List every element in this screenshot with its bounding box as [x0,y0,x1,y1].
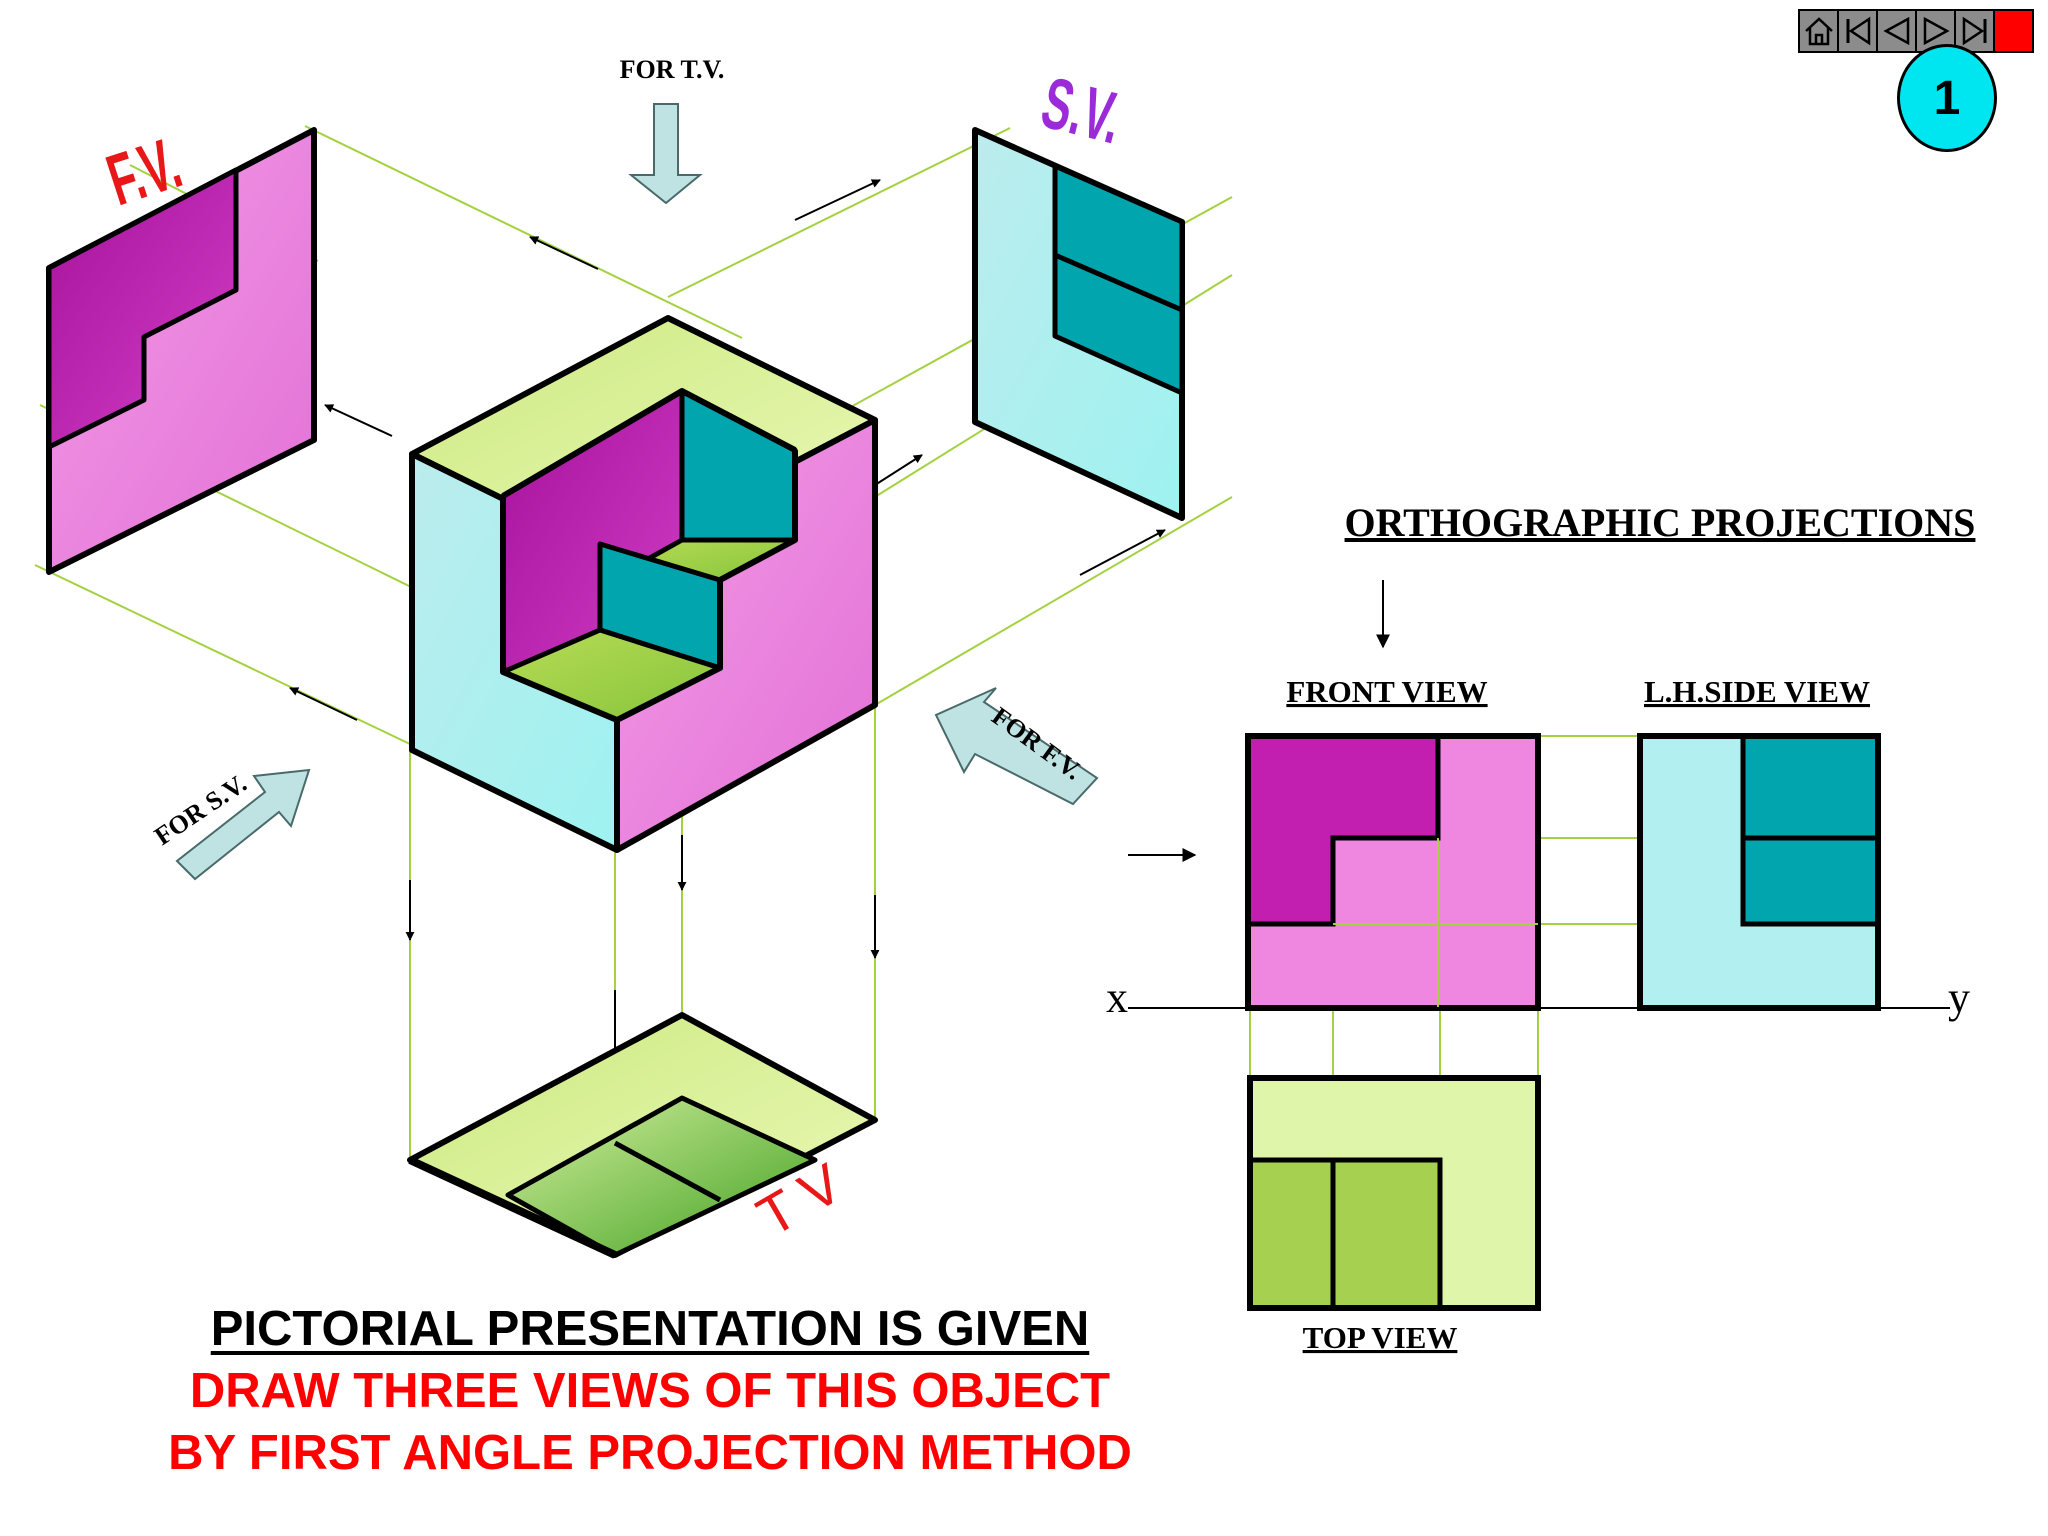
home-button[interactable] [1798,9,1839,53]
first-slide-button[interactable] [1837,9,1878,53]
next-slide-icon [1923,16,1950,46]
top-view-label: TOP VIEW [1303,1320,1458,1355]
y-label: y [1948,973,1970,1022]
caption-instruction-line-2: BY FIRST ANGLE PROJECTION METHOD [168,1426,1132,1480]
home-icon [1804,17,1833,46]
isometric-object [409,315,878,853]
first-slide-icon [1846,16,1870,46]
orthographic-heading: ORTHOGRAPHIC PROJECTIONS [1345,500,1976,545]
page-number-badge: 1 [1897,44,1997,152]
caption-instruction-line-1: DRAW THREE VIEWS OF THIS OBJECT [189,1364,1111,1418]
tv-direction-arrow [628,103,703,205]
end-show-icon [1997,14,2031,48]
plane-label-sv: S.V. [1034,61,1130,159]
label-for-tv: FOR T.V. [620,55,725,84]
last-slide-icon [1962,16,1986,46]
end-show-button[interactable] [1993,9,2034,53]
sv-plane [972,127,1185,521]
fv-plane [46,127,317,575]
sv-direction-arrow [175,768,311,881]
view-direction-block-arrows [175,103,1099,881]
front-view-label: FRONT VIEW [1286,674,1487,709]
front-view [1245,733,1541,1011]
x-label: x [1106,973,1128,1022]
previous-slide-icon [1882,16,1909,46]
previous-slide-button[interactable] [1876,9,1917,53]
fv-direction-arrow [934,687,1099,806]
top-view [1247,1075,1541,1311]
slide-navigation [1798,9,2043,55]
tv-plane [407,1012,878,1259]
caption-title: PICTORIAL PRESENTATION IS GIVEN [210,1302,1090,1356]
direction-arrows [289,179,1390,1059]
side-view [1637,733,1881,1011]
side-view-label: L.H.SIDE VIEW [1644,674,1870,709]
